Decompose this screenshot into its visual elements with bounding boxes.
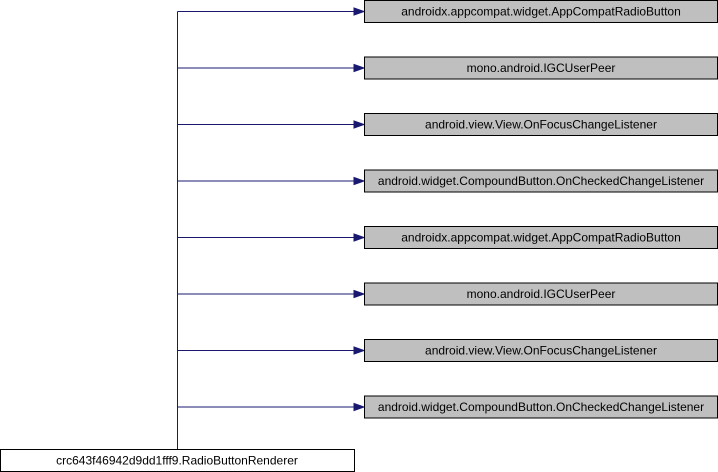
edge-arrowhead <box>353 346 366 355</box>
child-class-node[interactable]: crc643f46942d9dd1fff9.RadioButtonRendere… <box>0 449 355 472</box>
inheritance-edges <box>177 7 366 450</box>
edge-arrowhead <box>353 7 366 16</box>
parent-class-label[interactable]: androidx.appcompat.widget.AppCompatRadio… <box>401 231 681 245</box>
parent-class-label[interactable]: android.widget.CompoundButton.OnCheckedC… <box>378 400 704 414</box>
parent-class-label[interactable]: android.widget.CompoundButton.OnCheckedC… <box>378 174 704 188</box>
parent-class-label[interactable]: androidx.appcompat.widget.AppCompatRadio… <box>401 5 681 19</box>
parent-class-node[interactable]: mono.android.IGCUserPeer <box>364 282 718 306</box>
parent-class-node[interactable]: android.widget.CompoundButton.OnCheckedC… <box>364 169 718 193</box>
parent-class-node[interactable]: androidx.appcompat.widget.AppCompatRadio… <box>364 226 718 249</box>
parent-class-label[interactable]: android.view.View.OnFocusChangeListener <box>425 118 657 132</box>
parent-class-node[interactable]: android.view.View.OnFocusChangeListener <box>364 339 718 362</box>
parent-class-label[interactable]: mono.android.IGCUserPeer <box>467 287 616 301</box>
edge-arrowhead <box>353 120 366 129</box>
parent-class-label[interactable]: mono.android.IGCUserPeer <box>467 61 616 75</box>
child-class-label[interactable]: crc643f46942d9dd1fff9.RadioButtonRendere… <box>56 454 298 468</box>
parent-nodes: androidx.appcompat.widget.AppCompatRadio… <box>364 0 718 419</box>
parent-class-node[interactable]: android.view.View.OnFocusChangeListener <box>364 113 718 136</box>
edge-arrowhead <box>353 402 366 412</box>
edge-arrowhead <box>353 176 366 186</box>
edge-arrowhead <box>353 233 366 242</box>
parent-class-node[interactable]: androidx.appcompat.widget.AppCompatRadio… <box>364 0 718 23</box>
parent-class-node[interactable]: android.widget.CompoundButton.OnCheckedC… <box>364 395 718 419</box>
edge-arrowhead <box>353 63 366 73</box>
edge-arrowhead <box>353 289 366 299</box>
parent-class-label[interactable]: android.view.View.OnFocusChangeListener <box>425 344 657 358</box>
parent-class-node[interactable]: mono.android.IGCUserPeer <box>364 56 718 80</box>
